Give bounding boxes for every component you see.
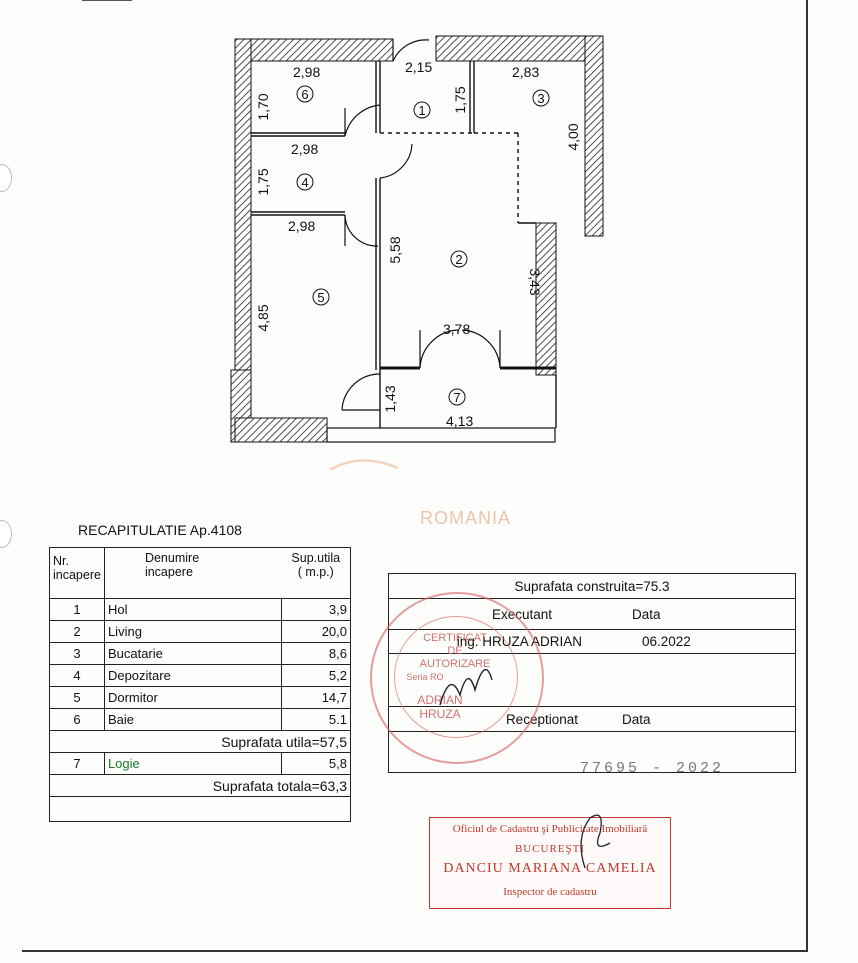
row-name: Bucatarie (103, 642, 283, 665)
stamp-line3: AUTORIZARE (419, 658, 491, 670)
watermark-text: ROMANIA (420, 508, 512, 528)
dim-r5-w: 2,98 (288, 218, 315, 234)
dim-r2-w: 3,78 (443, 321, 470, 337)
grand-total: Suprafata totala=63,3 (49, 774, 351, 797)
row-name: Dormitor (103, 686, 283, 709)
inner-walls (251, 61, 557, 443)
room-number-1: 1 (418, 103, 425, 118)
row-area: 20,0 (281, 620, 351, 643)
header-name: Denumire incapere (103, 547, 282, 599)
room-number-2: 2 (455, 252, 462, 267)
dim-r7-w: 4,13 (446, 413, 473, 429)
room-number-6: 6 (301, 87, 308, 102)
data-label-2: Data (592, 706, 796, 732)
row-nr: 1 (49, 598, 105, 621)
dim-r2-r: 3,43 (527, 268, 543, 295)
stamp-line5: ADRIAN (417, 693, 463, 707)
cadastre-stamp: Oficiul de Cadastru şi Publicitate Imobi… (429, 817, 671, 909)
row-nr: 7 (49, 752, 105, 775)
header-name-line2: incapere (144, 565, 193, 579)
header-area: Sup.utila ( m.p.) (281, 547, 351, 599)
useful-total: Suprafata utila=57,5 (49, 730, 351, 753)
ocpi-line3: DANCIU MARIANA CAMELIA (443, 861, 657, 876)
dim-r3-h: 4,00 (565, 123, 581, 150)
dim-door1: 2,15 (405, 59, 432, 75)
header-area-line2: ( m.p.) (297, 565, 334, 579)
recap-table: Nr. incapere Denumire incapere Sup.utila… (49, 547, 351, 822)
table-row: 4 Depozitare 5,2 (49, 664, 351, 687)
dim-r1-h: 1,75 (452, 86, 468, 113)
header-nr-line2: incapere (53, 568, 101, 582)
header-area-line1: Sup.utila (291, 551, 341, 565)
stamp-line6: HRUZA (419, 707, 461, 721)
dim-r4-w: 2,98 (291, 141, 318, 157)
row-nr: 6 (49, 708, 105, 731)
row-name: Baie (103, 708, 283, 731)
wall-hatch (230, 35, 604, 443)
useful-total-row: Suprafata utila=57,5 (49, 730, 351, 753)
table-row: 5 Dormitor 14,7 (49, 686, 351, 709)
dim-r6-w: 2,98 (293, 64, 320, 80)
dim-r2-h: 5,58 (387, 236, 403, 263)
grand-total-row: Suprafata totala=63,3 (49, 774, 351, 797)
recap-title: RECAPITULATIE Ap.4108 (78, 522, 242, 538)
dim-r3-w: 2,83 (512, 64, 539, 80)
table-row: 3 Bucatarie 8,6 (49, 642, 351, 665)
empty-cell (49, 796, 351, 822)
table-row: 7 Logie 5,8 (49, 752, 351, 775)
row-area: 8,6 (281, 642, 351, 665)
dim-r4-h: 1,75 (255, 168, 271, 195)
stamp-line4: Seria RO (406, 672, 444, 682)
punch-hole (0, 520, 12, 548)
row-area: 3,9 (281, 598, 351, 621)
serial-number: 77695 - 2022 (580, 760, 725, 777)
table-row: 1 Hol 3,9 (49, 598, 351, 621)
top-line (82, 0, 132, 1)
room-markers (296, 85, 550, 406)
room-number-3: 3 (537, 91, 544, 106)
header-name-line1: Denumire (144, 551, 200, 565)
row-area: 5.1 (281, 708, 351, 731)
row-nr: 5 (49, 686, 105, 709)
room-number-7: 7 (453, 390, 460, 405)
row-name: Living (103, 620, 283, 643)
page-frame (22, 0, 808, 952)
certification-stamp (370, 592, 544, 764)
row-nr: 3 (49, 642, 105, 665)
ocpi-line1: Oficiul de Cadastru şi Publicitate Imobi… (452, 823, 648, 835)
watermark-logo-icon (329, 459, 399, 470)
door-swings (341, 39, 501, 411)
table-row: 6 Baie 5.1 (49, 708, 351, 731)
ocpi-line4: Inspector de cadastru (503, 886, 597, 898)
stamp-line2: DE (447, 645, 463, 657)
row-name: Hol (103, 598, 283, 621)
ocpi-line2: BUCUREŞTI (514, 843, 586, 855)
dim-r6-h: 1,70 (255, 93, 271, 120)
data-label: Data (592, 598, 796, 630)
row-nr: 4 (49, 664, 105, 687)
header-nr: Nr. incapere (49, 547, 105, 599)
table-row: 2 Living 20,0 (49, 620, 351, 643)
stamp-line1: CERTIFICAT (423, 632, 487, 644)
room-number-4: 4 (301, 175, 308, 190)
empty-row (49, 796, 351, 822)
inspector-signature-icon (580, 814, 611, 869)
floor-plan: 2,98 1,70 2,15 1,75 2,83 4,00 2,98 1,75 … (230, 35, 604, 470)
row-area: 14,7 (281, 686, 351, 709)
row-name: Depozitare (103, 664, 283, 687)
header-nr-line1: Nr. (53, 554, 69, 568)
recap-header-row: Nr. incapere Denumire incapere Sup.utila… (49, 547, 351, 599)
room-number-5: 5 (317, 290, 324, 305)
engineer-signature-icon (439, 668, 493, 706)
row-area: 5,2 (281, 664, 351, 687)
row-nr: 2 (49, 620, 105, 643)
stamp-inner-ring (394, 616, 518, 738)
row-area: 5,8 (281, 752, 351, 775)
dim-r5-h: 4,85 (255, 304, 271, 331)
row-name: Logie (103, 752, 283, 775)
executant-date: 06.2022 (592, 629, 796, 654)
dim-r7-h: 1,43 (382, 385, 398, 412)
